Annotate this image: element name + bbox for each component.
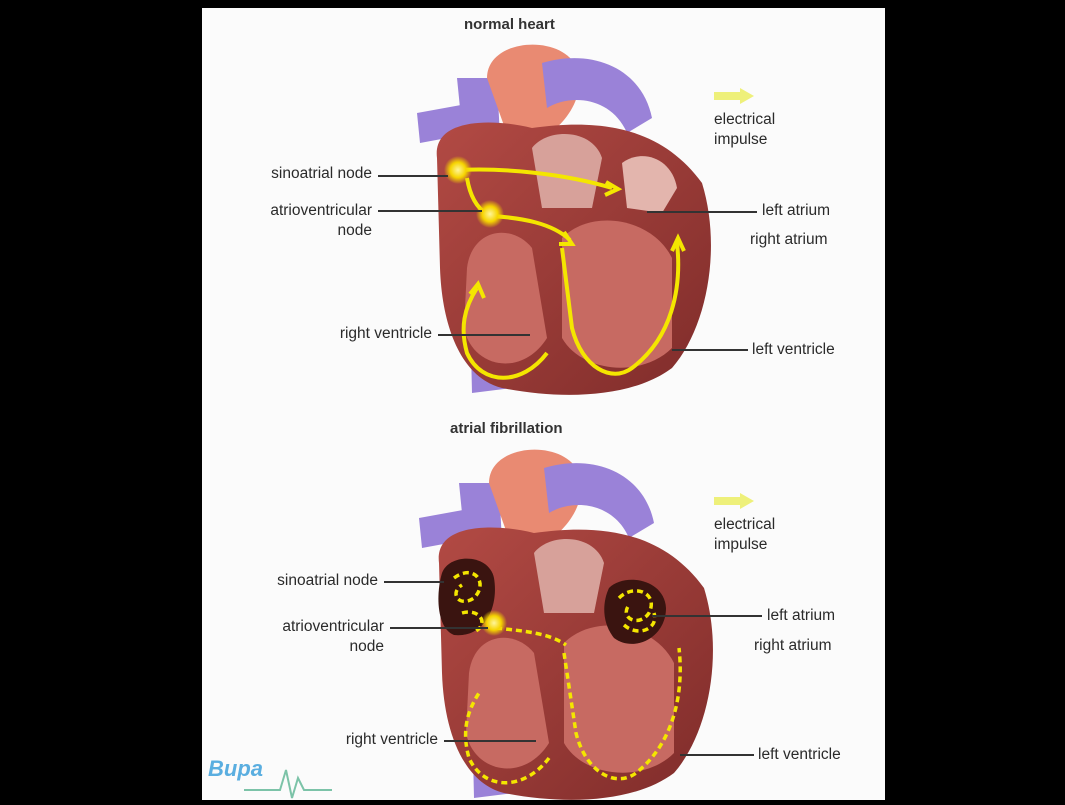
leader-line bbox=[652, 615, 762, 617]
legend-text-bottom: electrical impulse bbox=[714, 515, 775, 555]
fibrillation-heart-graphic bbox=[419, 450, 713, 800]
label-av-bottom-1: atrioventricular bbox=[216, 617, 384, 637]
label-sinoatrial-top: sinoatrial node bbox=[212, 164, 372, 184]
leader-line bbox=[647, 211, 757, 213]
leader-line bbox=[680, 754, 754, 756]
label-right-atrium-top: right atrium bbox=[750, 230, 828, 250]
diagram-panel: normal heart bbox=[202, 8, 885, 800]
normal-heart-graphic bbox=[417, 45, 711, 395]
label-right-ventricle-bottom: right ventricle bbox=[266, 730, 438, 750]
label-left-atrium-top: left atrium bbox=[762, 201, 830, 221]
leader-line bbox=[378, 175, 448, 177]
label-sinoatrial-bottom: sinoatrial node bbox=[216, 571, 378, 591]
leader-line bbox=[444, 740, 536, 742]
legend-arrow-top bbox=[714, 88, 754, 104]
label-left-atrium-bottom: left atrium bbox=[767, 606, 835, 626]
label-av-top-1: atrioventricular bbox=[212, 201, 372, 221]
legend-text-top: electrical impulse bbox=[714, 110, 775, 150]
label-av-bottom-2: node bbox=[216, 637, 384, 657]
leader-line bbox=[672, 349, 748, 351]
bupa-logo: Bupa bbox=[208, 756, 263, 782]
leader-line bbox=[384, 581, 444, 583]
leader-line bbox=[438, 334, 530, 336]
atrial-fibrillation-title: atrial fibrillation bbox=[450, 420, 563, 437]
label-right-atrium-bottom: right atrium bbox=[754, 636, 832, 656]
label-av-top-2: node bbox=[212, 221, 372, 241]
heart-illustrations bbox=[202, 8, 885, 800]
leader-line bbox=[390, 627, 488, 629]
leader-line bbox=[378, 210, 482, 212]
label-left-ventricle-bottom: left ventricle bbox=[758, 745, 841, 765]
legend-arrow-bottom bbox=[714, 493, 754, 509]
label-left-ventricle-top: left ventricle bbox=[752, 340, 835, 360]
label-right-ventricle-top: right ventricle bbox=[262, 324, 432, 344]
